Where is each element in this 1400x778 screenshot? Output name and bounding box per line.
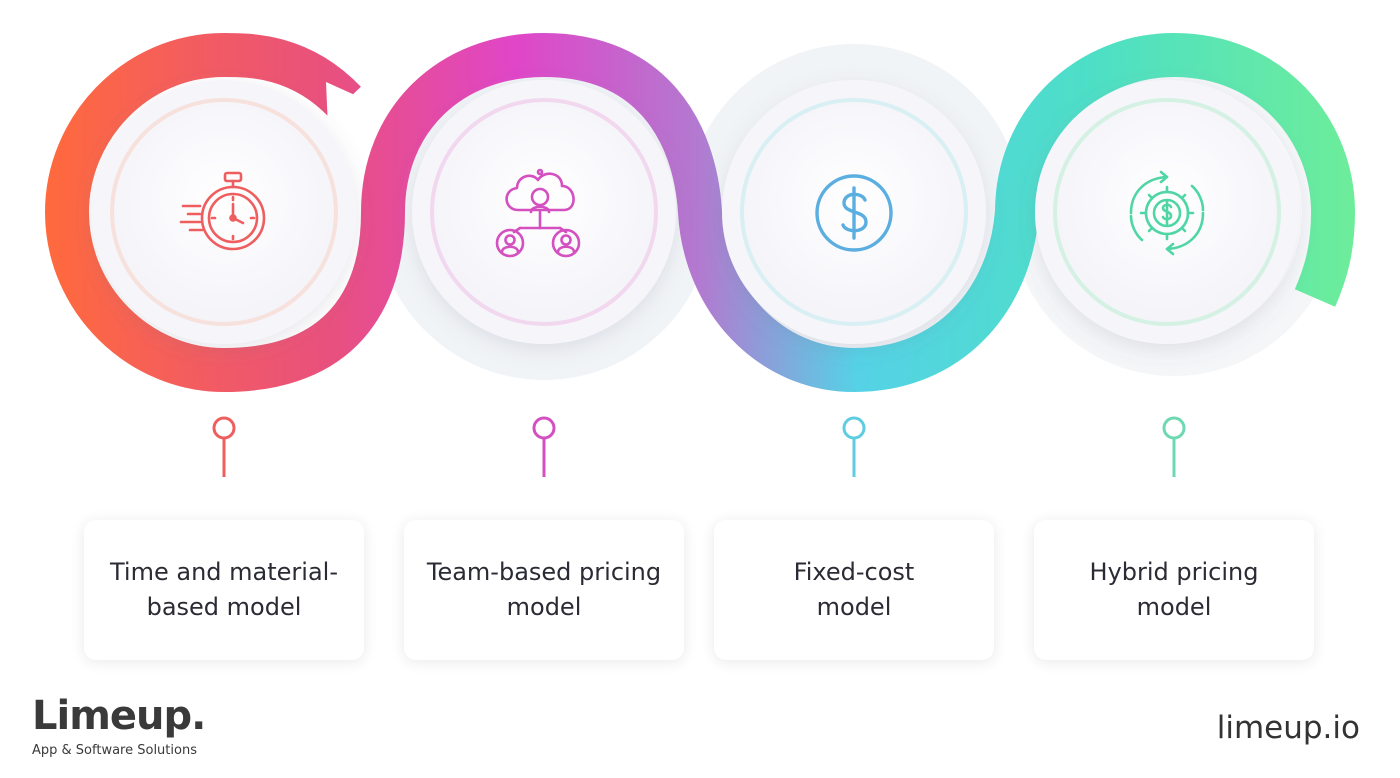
disc-fixed-cost [722,80,986,344]
website-url: limeup.io [1216,710,1360,746]
step-label: Fixed-cost model [793,558,915,621]
disc-time-material [92,80,356,344]
brand-logo: Limeup. App & Software Solutions [32,692,206,760]
disc-ring [110,98,338,326]
cloud-team-icon [495,168,581,258]
disc-hybrid [1035,80,1299,344]
disc-ring [430,98,658,326]
pin-fixed-cost [842,416,866,477]
gear-dollar-icon [1129,170,1205,256]
card-team-based: Team-based pricing model [404,520,684,660]
stopwatch-icon [179,171,266,251]
pins [212,416,1186,477]
pin-hybrid [1162,416,1186,477]
brand-name: Limeup. [32,693,206,739]
pin-team-based [532,416,556,477]
card-hybrid: Hybrid pricing model [1034,520,1314,660]
step-label: Time and material- based model [110,558,338,621]
card-time-material: Time and material- based model [84,520,364,660]
card-fixed-cost: Fixed-cost model [714,520,994,660]
step-label: Team-based pricing model [426,558,662,621]
ribbon-notch [326,82,366,128]
brand-tagline: App & Software Solutions [32,743,197,758]
ribbon-path [44,32,1356,393]
disc-team-based [412,80,676,344]
step-discs [92,80,1299,344]
pin-time-material [212,416,236,477]
dollar-coin-icon [815,174,893,252]
ribbon [44,32,1356,393]
step-label: Hybrid pricing model [1089,558,1259,621]
